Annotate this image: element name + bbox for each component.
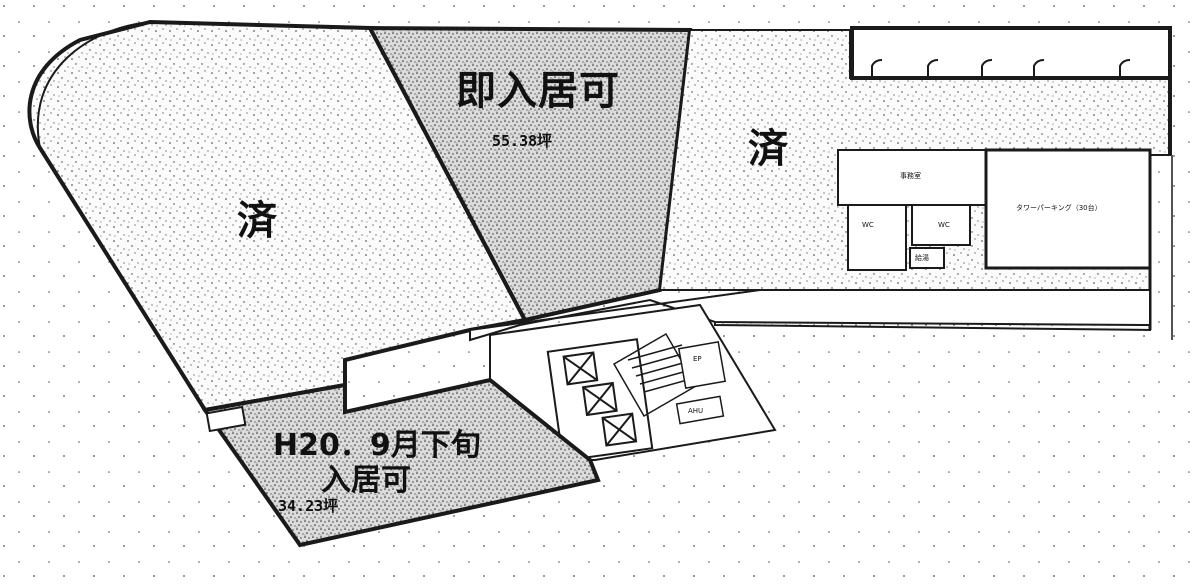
bay-strip [850,26,1172,80]
corner-arc [37,21,151,149]
unit-bottom-left-status-line2: 入居可 [321,463,411,498]
small-shaft [205,405,247,433]
elevator-cabs [562,351,638,447]
room-ps [677,340,727,390]
room-wc-women-label: WC [938,221,950,229]
corridor [469,289,1151,342]
unit-top-center-area: 55.38坪 [492,132,553,150]
room-wc-men [847,204,907,271]
unit-left-status: 済 [237,198,278,244]
room-wc-men-label: WC [862,221,874,229]
room-gc-label: 給湯 [915,254,929,262]
room-ahu-label: AHU [688,407,704,415]
room-parking [984,148,1152,270]
unit-top-center-status: 即入居可 [456,68,620,114]
room-ps-label: EP [693,355,702,363]
room-ahu [675,395,725,425]
room-office-label: 事務室 [900,172,921,180]
unit-bottom-left-area: 34.23坪 [278,497,339,515]
room-gc [909,247,945,269]
unit-left [27,19,529,413]
room-parking-label: タワーパーキング（30台） [1016,204,1102,212]
unit-bottom-left-status-line1: H20．9月下旬 [273,428,481,463]
room-wc-women [911,204,971,246]
bay-doors [871,58,1131,76]
unit-right-status: 済 [748,126,789,172]
unit-bottom-left [201,377,601,548]
